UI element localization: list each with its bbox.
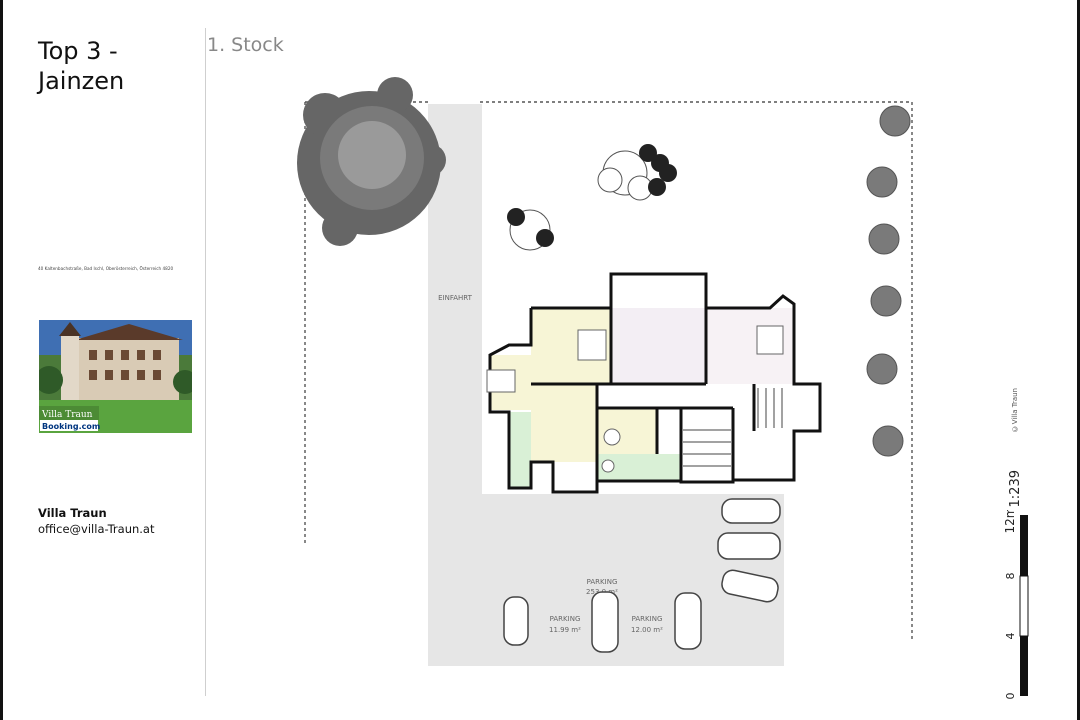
parking-left-area: 11.99 m² <box>549 626 581 634</box>
copyright-notice: ©Villa Traun <box>1011 388 1019 433</box>
large-tree <box>297 77 446 246</box>
sidebar-divider <box>205 28 206 696</box>
tree-row <box>866 105 911 457</box>
scale-tick-4: 4 <box>1004 633 1017 640</box>
floor-label: 1. Stock <box>207 34 284 56</box>
scale-bar: 12m 8 4 0 <box>1003 510 1029 700</box>
property-address: 40 Kaltenbachstraße, Bad Ischl, Oberöste… <box>38 266 174 271</box>
driveway-label: EINFAHRT <box>438 294 473 302</box>
photo-caption: Villa Traun <box>41 410 93 420</box>
scale-unit: 12m <box>1003 510 1017 533</box>
parked-cars <box>503 498 781 653</box>
info-sidebar: Top 3 - Jainzen 40 Kaltenbachstraße, Bad… <box>0 0 206 720</box>
parking-main-label: PARKING <box>587 578 618 586</box>
contact-name: Villa Traun <box>38 506 107 520</box>
property-title: Top 3 - Jainzen <box>38 37 125 95</box>
scale-tick-8: 8 <box>1004 573 1017 580</box>
parking-right-area: 12.00 m² <box>631 626 663 634</box>
site-floor-plan: EINFAHRT PARKING 253.0 m² PARKING 11.99 … <box>297 77 913 666</box>
booking-badge: Booking.com <box>42 422 100 431</box>
parking-left-label: PARKING <box>550 615 581 623</box>
scale-tick-0: 0 <box>1004 693 1017 700</box>
contact-email: office@villa-Traun.at <box>38 522 155 536</box>
scale-ratio: 1:239 <box>1008 470 1023 508</box>
page-border-left <box>0 0 3 720</box>
parking-right-label: PARKING <box>632 615 663 623</box>
building-floor <box>486 272 822 494</box>
shrub-cluster <box>507 144 677 251</box>
villa-photo: Villa Traun Booking.com <box>39 320 192 433</box>
page-border-right <box>1077 0 1080 720</box>
